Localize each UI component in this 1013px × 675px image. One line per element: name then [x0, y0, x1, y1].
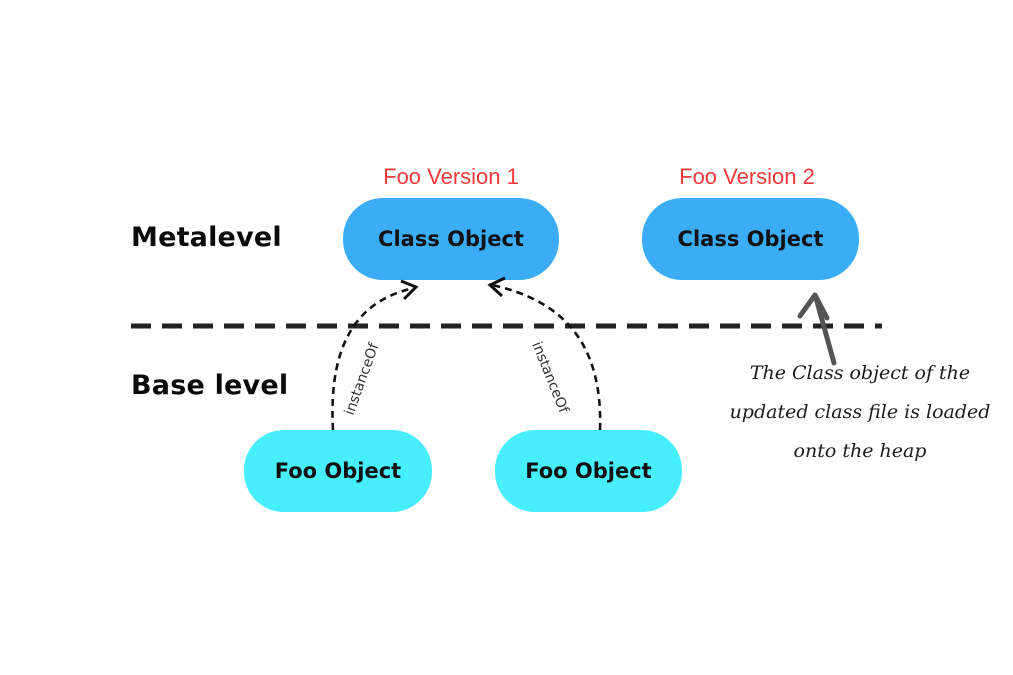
annotation-text: The Class object of the updated class fi… — [725, 354, 995, 471]
annotation-line-3: onto the heap — [793, 440, 927, 462]
instanceof-label-right: instanceOf — [528, 340, 571, 417]
class-object-v1[interactable]: Class Object — [343, 198, 559, 280]
class-object-v2[interactable]: Class Object — [642, 198, 859, 280]
foo-version-1-label: Foo Version 1 — [383, 164, 519, 189]
foo-object-left[interactable]: Foo Object — [244, 430, 432, 512]
class-object-v2-label: Class Object — [677, 227, 824, 251]
base-level-label: Base level — [131, 370, 289, 401]
metalevel-label: Metalevel — [131, 222, 282, 253]
class-object-v1-label: Class Object — [378, 227, 524, 251]
annotation-arrow-shaft — [813, 295, 837, 366]
instanceof-label-left: instanceOf — [342, 340, 383, 417]
instanceof-arrow-right — [491, 283, 602, 431]
foo-object-left-label: Foo Object — [274, 459, 402, 483]
annotation-line-1: The Class object of the — [749, 362, 971, 384]
foo-object-right[interactable]: Foo Object — [495, 430, 682, 512]
annotation-line-2: updated class file is loaded — [729, 401, 991, 423]
instanceof-arrowhead-left — [400, 279, 419, 301]
instanceof-arrow-left — [331, 286, 415, 431]
foo-version-2-label: Foo Version 2 — [679, 164, 815, 189]
foo-object-right-label: Foo Object — [525, 459, 652, 483]
annotation-arrowhead — [797, 292, 830, 321]
instanceof-arrowhead-right — [487, 276, 506, 298]
